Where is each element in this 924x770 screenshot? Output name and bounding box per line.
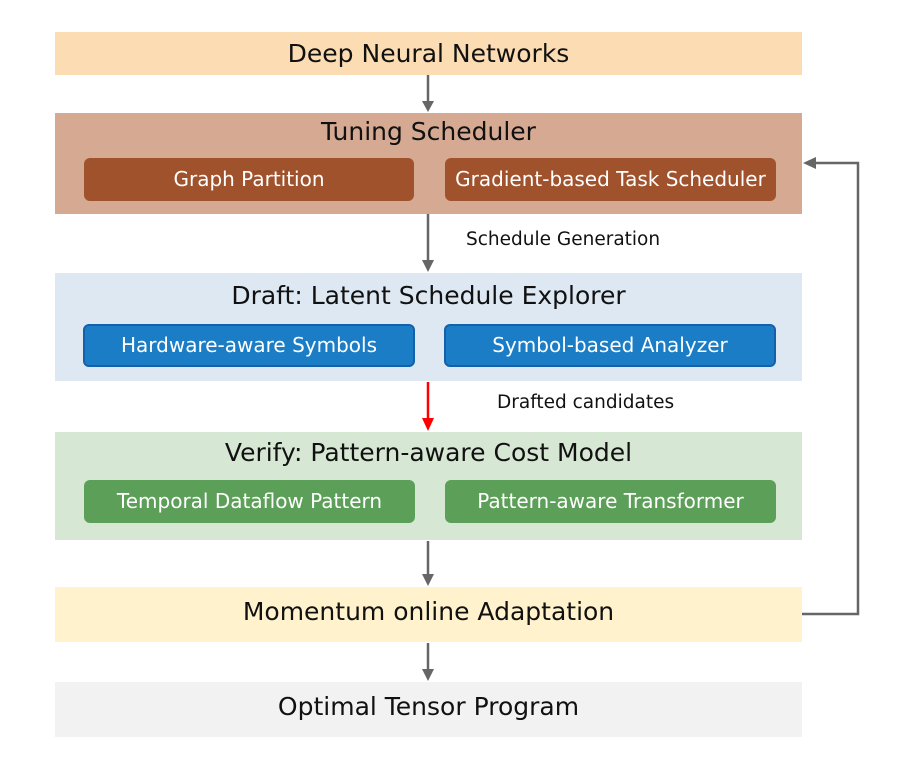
arrow-tuning-to-draft <box>422 214 434 272</box>
draft-title: Draft: Latent Schedule Explorer <box>231 281 626 310</box>
node-deep-neural-networks: Deep Neural Networks <box>55 32 802 75</box>
graph-partition-box: Graph Partition <box>84 158 414 201</box>
feedback-loop-arrow <box>802 157 860 616</box>
symbol-based-analyzer-box: Symbol-based Analyzer <box>444 324 776 367</box>
node-verify-cost-model: Verify: Pattern-aware Cost Model Tempora… <box>55 432 802 540</box>
edge-label-drafted-candidates: Drafted candidates <box>497 392 675 413</box>
arrow-verify-to-adaptation <box>422 541 434 586</box>
arrow-adaptation-to-output <box>422 643 434 681</box>
hardware-aware-symbols-box: Hardware-aware Symbols <box>83 324 415 367</box>
pattern-aware-transformer-box: Pattern-aware Transformer <box>445 480 776 523</box>
optimal-tensor-program-label: Optimal Tensor Program <box>277 692 580 721</box>
gradient-task-scheduler-box: Gradient-based Task Scheduler <box>445 158 776 201</box>
verify-title: Verify: Pattern-aware Cost Model <box>224 438 633 467</box>
tuning-scheduler-title: Tuning Scheduler <box>321 117 536 146</box>
node-momentum-online-adaptation: Momentum online Adaptation <box>55 587 802 642</box>
node-deep-neural-networks-label: Deep Neural Networks <box>287 39 570 68</box>
node-optimal-tensor-program: Optimal Tensor Program <box>55 682 802 737</box>
edge-label-schedule-generation: Schedule Generation <box>466 229 661 250</box>
node-draft-latent-schedule-explorer: Draft: Latent Schedule Explorer Hardware… <box>55 273 802 381</box>
arrow-draft-to-verify <box>422 382 434 431</box>
momentum-online-adaptation-label: Momentum online Adaptation <box>242 597 615 626</box>
node-tuning-scheduler: Tuning Scheduler Graph Partition Gradien… <box>55 113 802 214</box>
arrow-dnn-to-tuning <box>422 75 434 112</box>
temporal-dataflow-pattern-box: Temporal Dataflow Pattern <box>84 480 415 523</box>
